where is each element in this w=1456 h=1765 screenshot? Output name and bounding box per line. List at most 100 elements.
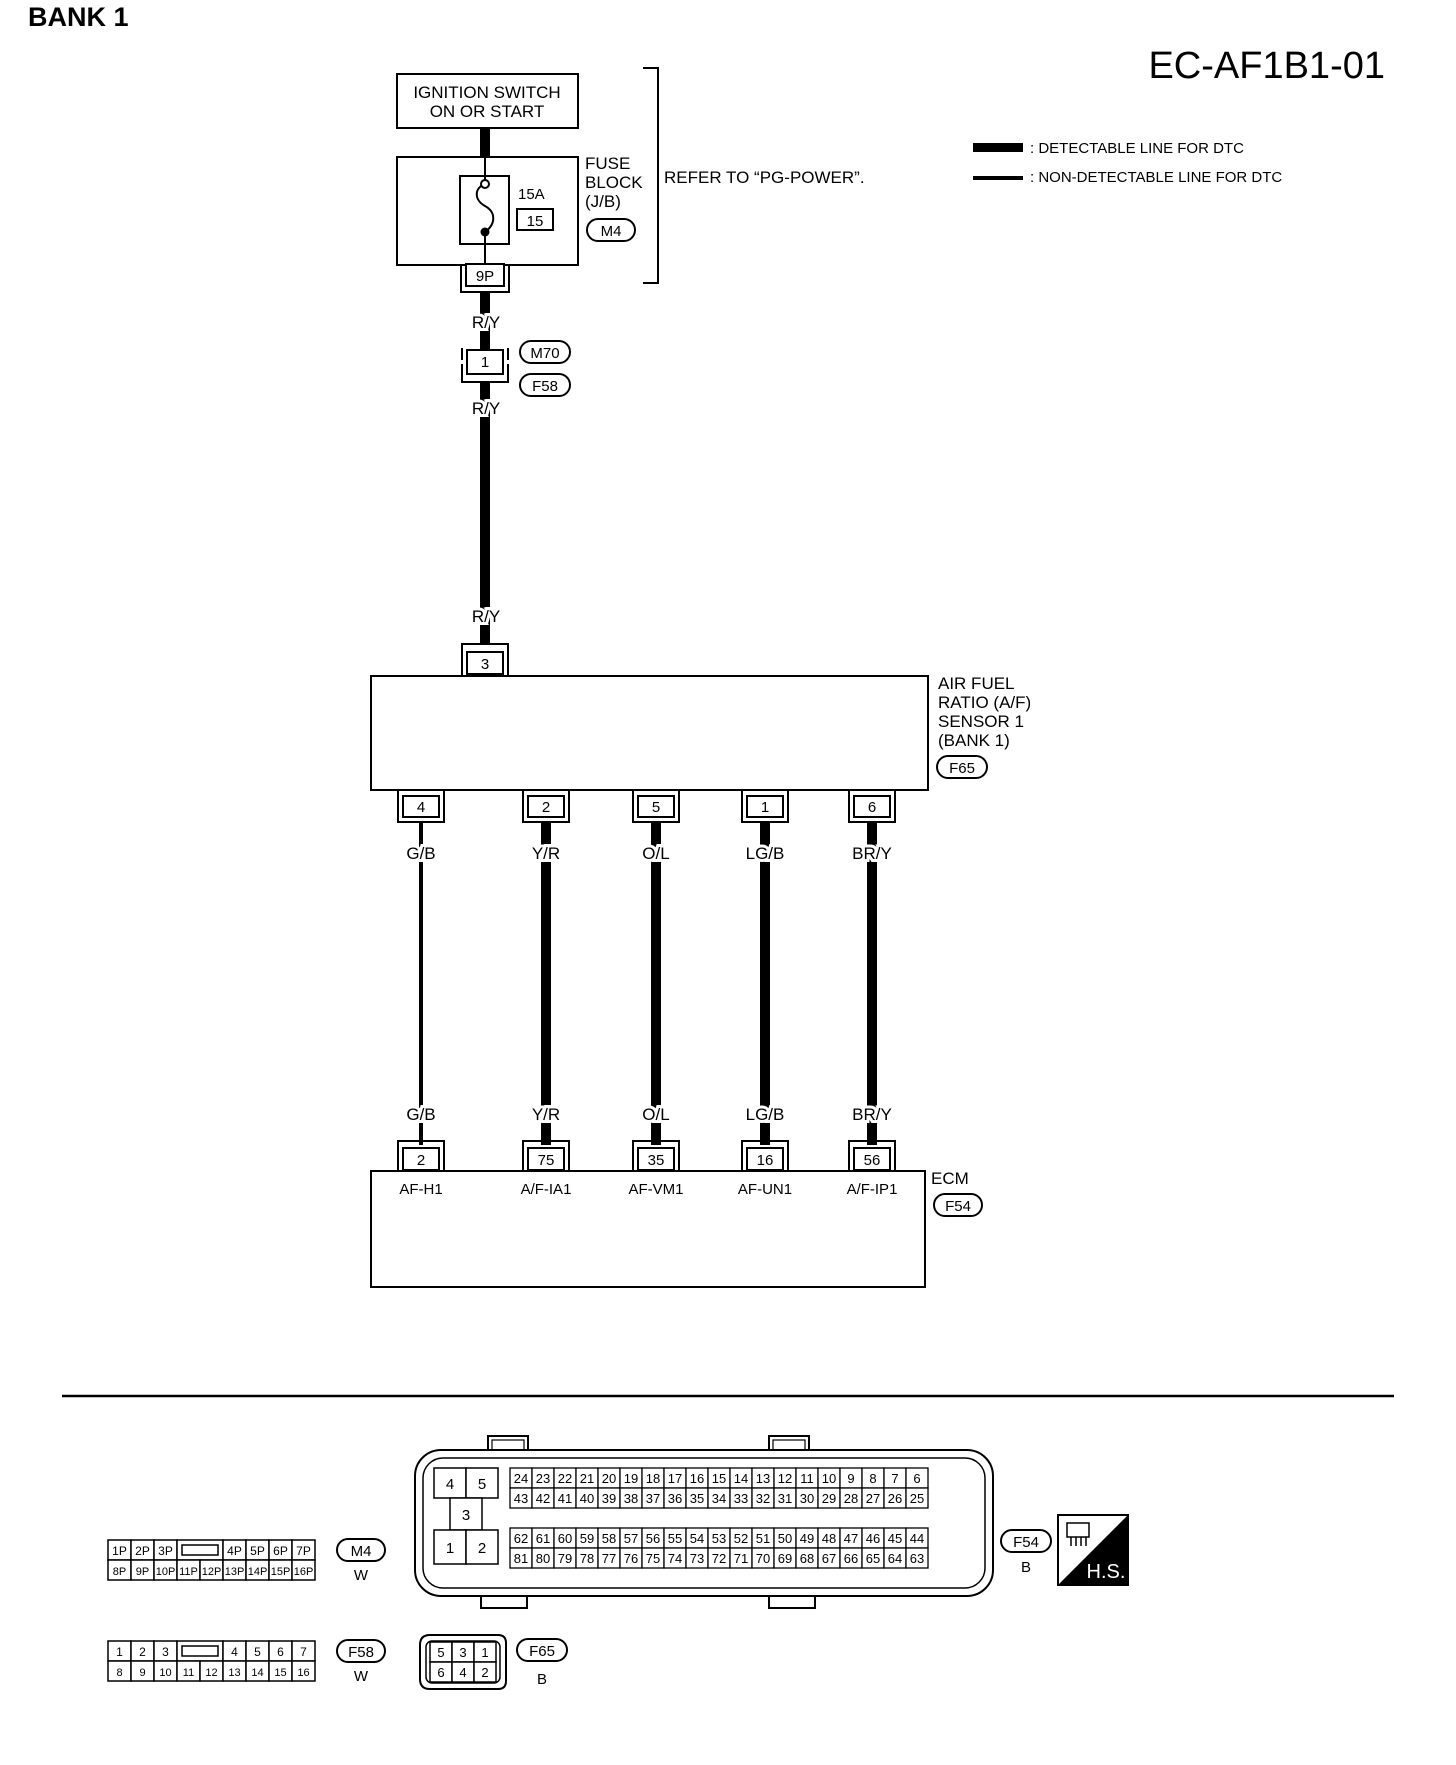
latch-top-inner (772, 1439, 806, 1451)
fuse-block-box (396, 156, 579, 266)
pin-number: 43 (514, 1491, 528, 1506)
joint-connector-top-id: M70 (530, 345, 559, 362)
pin-number: 11 (800, 1471, 814, 1486)
ecm-terminal-number: 16 (757, 1152, 774, 1169)
pin-number: 11 (183, 1667, 194, 1679)
pin-cell (473, 1661, 497, 1683)
pin-number: 21 (580, 1471, 594, 1486)
ecm-terminal-bracket (741, 1140, 789, 1171)
connector-id: M4 (351, 1543, 372, 1560)
af-sensor-name-1: AIR FUEL (938, 674, 1015, 693)
sensor-power-terminal: 3 (461, 643, 509, 675)
pin-number: 9P (136, 1566, 149, 1578)
wire-fuse-to-joint (480, 292, 490, 354)
joint-bracket-top (461, 348, 509, 360)
sensor-terminal-box (637, 795, 675, 818)
pin-number: 16 (690, 1471, 704, 1486)
fuse-node-bottom (480, 227, 490, 237)
terminal-box (466, 651, 504, 675)
pin-number: 32 (756, 1491, 770, 1506)
pin-number: 71 (734, 1551, 748, 1566)
pin-number: 1 (446, 1540, 454, 1557)
pin-number: 49 (800, 1531, 814, 1546)
pin-number: 14P (248, 1566, 268, 1578)
wire-color-label-ry-1: R/Y (472, 313, 500, 332)
pin-number: 39 (602, 1491, 616, 1506)
pin-cell (905, 1487, 929, 1509)
pin-number: 15P (271, 1566, 291, 1578)
pin-number: 20 (602, 1471, 616, 1486)
pin-number: 68 (800, 1551, 814, 1566)
pin-number: 2 (478, 1540, 486, 1557)
hs-badge-fill (1058, 1515, 1128, 1585)
pin-number: 41 (558, 1491, 572, 1506)
fuse-connector-id: M4 (601, 223, 622, 240)
pin-number: 10 (822, 1471, 836, 1486)
pin-number: 14 (734, 1471, 748, 1486)
sensor-terminal-number: 5 (652, 799, 660, 816)
fuse-title-2: BLOCK (585, 173, 643, 192)
pin-number: 1 (481, 1645, 488, 1660)
ecm-terminal-bracket (397, 1140, 445, 1171)
pin-number: 4 (459, 1665, 466, 1680)
pin-number: 5 (437, 1645, 444, 1660)
pin-number: 47 (844, 1531, 858, 1546)
pin-number: 2P (135, 1544, 150, 1558)
sensor-terminal-box (746, 795, 784, 818)
pin-number: 1P (112, 1544, 127, 1558)
terminal-number: 3 (481, 656, 489, 673)
ecm-name: ECM (931, 1169, 969, 1188)
ecm-terminal-number: 75 (538, 1152, 555, 1169)
pin-cell (449, 1497, 483, 1531)
pin-number: 3 (459, 1645, 466, 1660)
sensor-terminal-number: 1 (761, 799, 769, 816)
pin-number: 73 (690, 1551, 704, 1566)
pin-number: 58 (602, 1531, 616, 1546)
pin-number: 38 (624, 1491, 638, 1506)
sensor-terminal-number: 4 (417, 799, 425, 816)
pin-number: 30 (800, 1491, 814, 1506)
f54-housing-inner (422, 1457, 986, 1589)
pin-number: 37 (646, 1491, 660, 1506)
pin-number: 23 (536, 1471, 550, 1486)
pin-number: 78 (580, 1551, 594, 1566)
terminal-box (465, 263, 505, 287)
pin-number: 76 (624, 1551, 638, 1566)
diagram-code: EC-AF1B1-01 (1148, 45, 1385, 87)
connector-badge (336, 1538, 386, 1562)
pin-number: 8 (869, 1471, 876, 1486)
hs-badge: H.S. (1057, 1514, 1129, 1586)
fuse-number-box (516, 208, 554, 231)
pin-number: 8P (113, 1566, 126, 1578)
connector-id: F54 (1013, 1534, 1039, 1551)
pin-number: 52 (734, 1531, 748, 1546)
legend-non-detectable-swatch (973, 176, 1023, 180)
wire-3 (651, 822, 661, 1145)
fuse-node-top (480, 179, 490, 189)
af-sensor-name-2: RATIO (A/F) (938, 693, 1031, 712)
pin-number: 2 (481, 1665, 488, 1680)
ecm-terminal-bracket (522, 1140, 570, 1171)
ecm-pin-label: A/F-IA1 (521, 1181, 572, 1198)
wire-joint-to-sensor (480, 382, 490, 644)
pin-number: 44 (910, 1531, 924, 1546)
pin-number: 14 (251, 1667, 263, 1679)
terminal-bracket (461, 643, 509, 675)
pin-number: 62 (514, 1531, 528, 1546)
wire-color-label-bottom: Y/R (532, 1105, 560, 1124)
fuse-title-1: FUSE (585, 154, 630, 173)
latch-top (768, 1435, 810, 1451)
fuse-terminal-9p: 9P (460, 263, 510, 293)
pin-number: 22 (558, 1471, 572, 1486)
ecm-terminal-box (402, 1147, 440, 1171)
pin-number: 36 (668, 1491, 682, 1506)
joint-connector-top-badge (519, 340, 571, 364)
terminal-number: 9P (476, 268, 494, 285)
pin-number: 7P (296, 1544, 311, 1558)
pin-number: 16 (297, 1667, 309, 1679)
pin-number: 51 (756, 1531, 770, 1546)
